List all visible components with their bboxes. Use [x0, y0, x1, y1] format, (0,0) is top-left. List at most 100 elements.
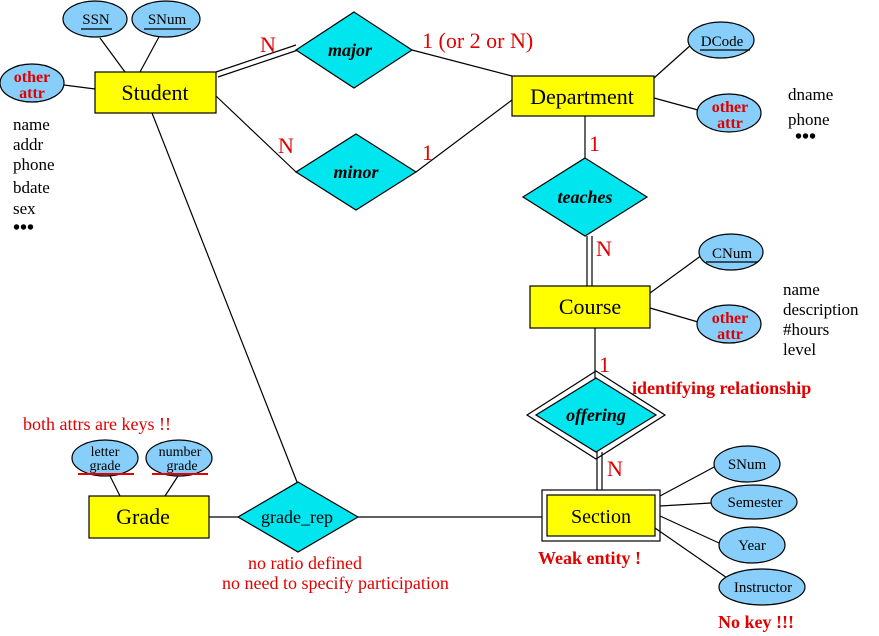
line-section-year — [659, 515, 720, 544]
card-major-department: 1 (or 2 or N) — [422, 28, 533, 53]
attr-course-cnum-label: CNum — [712, 246, 752, 262]
attr-grade-letter-label-1: letter — [91, 445, 120, 460]
attr-course-other-label-1: other — [712, 310, 748, 327]
rel-grade-rep — [236, 481, 360, 553]
line-course-other — [649, 307, 699, 323]
line-section-instructor — [654, 527, 731, 581]
note-no-key: No key !!! — [718, 612, 794, 632]
rel-minor-label: minor — [333, 162, 379, 182]
line-student-major-a — [215, 44, 297, 73]
entity-course — [529, 285, 651, 329]
line-section-snum — [659, 465, 717, 497]
student-attr-phone: phone — [13, 155, 55, 174]
line-section-semester — [659, 502, 712, 507]
rel-major — [294, 11, 414, 89]
student-attr-name: name — [13, 115, 50, 134]
card-teaches-department: 1 — [589, 131, 600, 156]
attr-section-instructor — [718, 568, 806, 606]
attr-student-snum — [131, 0, 201, 38]
note-keys: both attrs are keys !! — [23, 414, 171, 434]
note-no-participation: no need to specify participation — [222, 573, 449, 593]
card-offering-course: 1 — [599, 352, 610, 377]
rel-major-label: major — [328, 40, 373, 60]
entity-department — [511, 75, 655, 117]
attr-section-semester — [710, 484, 798, 520]
attr-section-snum-label: SNum — [728, 457, 767, 473]
key-underlines — [81, 28, 758, 263]
card-teaches-course: N — [596, 236, 612, 261]
line-minor-department — [415, 99, 513, 173]
entity-department-label: Department — [530, 84, 634, 109]
attr-dept-other-label-1: other — [712, 99, 748, 116]
attr-course-other — [696, 304, 762, 344]
rel-teaches — [521, 157, 649, 237]
attr-grade-number — [145, 439, 213, 477]
relationships — [236, 11, 667, 553]
attr-course-cnum — [698, 233, 764, 271]
rel-offering-label: offering — [566, 405, 626, 425]
rel-minor — [294, 133, 418, 211]
dept-attr-phone: phone — [788, 110, 830, 129]
attr-student-other — [0, 63, 65, 103]
attr-dept-dcode-label: DCode — [701, 34, 744, 50]
note-identifying: identifying relationship — [632, 378, 811, 398]
card-major-student: N — [260, 32, 276, 57]
line-student-minor — [215, 95, 297, 173]
line-grade-letter — [109, 475, 121, 497]
student-attr-sex: sex — [13, 199, 36, 218]
attr-student-snum-label: SNum — [148, 12, 187, 28]
rel-offering — [534, 377, 658, 453]
card-minor-department: 1 — [422, 140, 433, 165]
connector-lines — [63, 34, 731, 581]
line-student-ssn — [99, 37, 126, 73]
attr-grade-number-label-2: grade — [166, 459, 197, 474]
attr-section-year-label: Year — [738, 538, 766, 554]
attr-dept-other-label-2: attr — [717, 115, 743, 132]
entity-section — [546, 494, 656, 537]
line-course-cnum — [649, 254, 703, 294]
student-attr-ellipsis: ••• — [13, 217, 34, 239]
card-minor-student: N — [278, 133, 294, 158]
entity-grade-label: Grade — [116, 504, 170, 529]
line-student-major-b — [217, 49, 299, 78]
attr-student-ssn — [62, 0, 128, 38]
line-dept-other — [653, 97, 699, 111]
attr-course-other-label-2: attr — [717, 326, 743, 343]
attr-student-other-label-1: other — [14, 69, 50, 86]
note-no-ratio: no ratio defined — [248, 553, 362, 573]
dept-attr-ellipsis: ••• — [795, 126, 816, 148]
card-offering-section: N — [607, 456, 623, 481]
entity-section-label: Section — [571, 506, 631, 528]
attributes — [0, 0, 806, 606]
dept-attr-dname: dname — [788, 85, 833, 104]
line-student-other — [63, 84, 96, 90]
attr-grade-letter-label-2: grade — [89, 459, 120, 474]
entity-student — [94, 71, 217, 114]
attr-grade-letter — [71, 439, 139, 477]
attr-dept-other — [696, 93, 762, 133]
attr-dept-dcode — [687, 21, 755, 59]
rel-offering-outer — [525, 370, 667, 460]
attr-section-instructor-label: Instructor — [734, 580, 792, 596]
note-weak-entity: Weak entity ! — [538, 548, 641, 568]
course-attr-name: name — [783, 280, 820, 299]
rel-grade-rep-label: grade_rep — [261, 507, 333, 527]
line-dept-dcode — [653, 43, 693, 79]
course-attr-description: description — [783, 300, 859, 319]
course-attr-hours: #hours — [783, 320, 829, 339]
student-attr-bdate: bdate — [13, 178, 50, 197]
attr-section-year — [718, 526, 786, 564]
line-student-grade-rep — [151, 112, 298, 483]
entity-student-label: Student — [121, 80, 188, 105]
line-student-snum — [139, 34, 161, 73]
attr-student-other-label-2: attr — [19, 85, 45, 102]
entity-section-outer — [541, 489, 661, 542]
attr-student-ssn-label: SSN — [82, 12, 110, 28]
course-attr-level: level — [783, 340, 816, 359]
entity-grade — [88, 495, 210, 539]
rel-teaches-label: teaches — [558, 187, 613, 207]
line-grade-number — [164, 475, 179, 497]
attr-section-semester-label: Semester — [728, 495, 783, 511]
entities — [88, 71, 661, 542]
